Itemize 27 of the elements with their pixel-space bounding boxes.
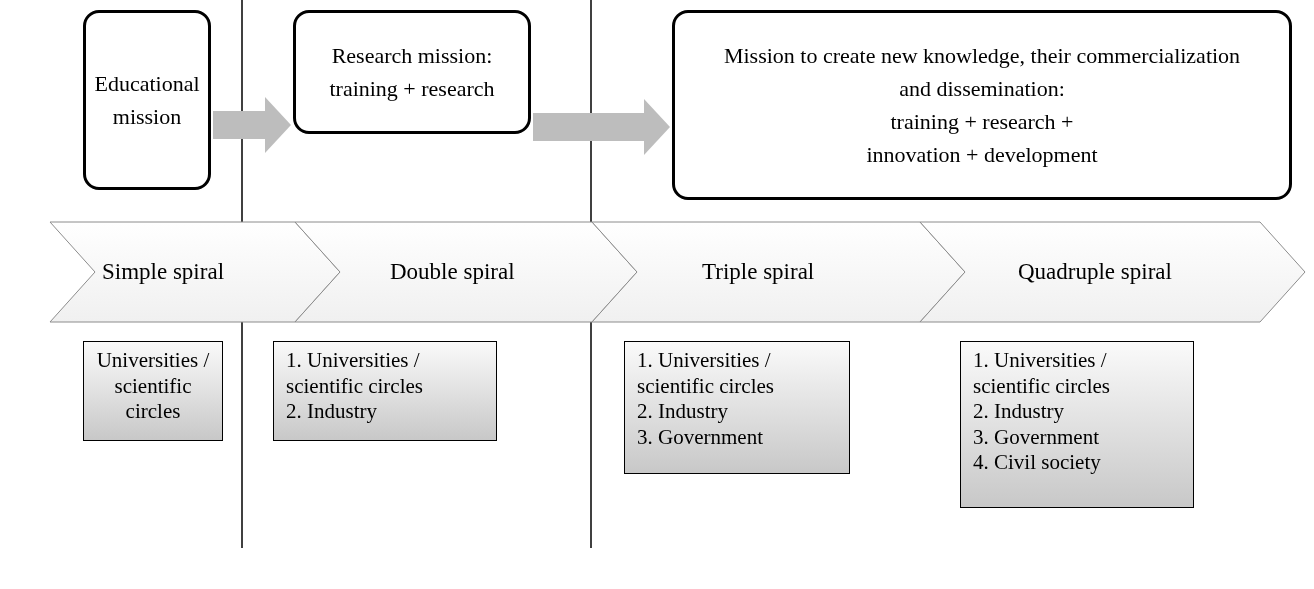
mission-box — [672, 10, 1292, 200]
stakeholder-text: 4. Civil society — [973, 450, 1102, 477]
stakeholder-box — [83, 341, 223, 441]
spiral-label: Triple spiral — [702, 259, 815, 285]
stakeholder-text: 2. Industry — [973, 399, 1065, 425]
mission-text: Educational mission — [94, 70, 200, 131]
stakeholder-text: 3. Government — [973, 424, 1100, 451]
stakeholder-text: 1. Universities / scientific circles — [637, 348, 775, 400]
mission-text: Mission to create new knowledge, their commercialization and dissemination: — [722, 42, 1242, 103]
mission-detail-text: training + research + innovation + development — [865, 108, 1099, 169]
block-arrow — [213, 97, 291, 153]
stakeholder-text: Universities / scientific circles — [96, 348, 210, 425]
stakeholder-text: 3. Government — [637, 424, 764, 451]
stakeholder-text: 2. Industry — [637, 399, 729, 425]
mission-box — [83, 10, 211, 190]
mission-box — [293, 10, 531, 134]
stakeholder-text: 1. Universities / scientific circles — [973, 348, 1111, 400]
mission-text: Research mission: training + research — [328, 42, 496, 103]
stakeholder-text: 2. Industry — [286, 399, 378, 425]
stakeholder-box — [960, 341, 1194, 508]
spiral-label: Double spiral — [390, 259, 515, 285]
block-arrow — [533, 99, 670, 155]
spiral-label: Simple spiral — [102, 259, 225, 285]
stakeholder-text: 1. Universities / scientific circles — [286, 348, 424, 400]
stakeholder-box — [273, 341, 497, 441]
spiral-label: Quadruple spiral — [1018, 259, 1172, 285]
stakeholder-box — [624, 341, 850, 474]
